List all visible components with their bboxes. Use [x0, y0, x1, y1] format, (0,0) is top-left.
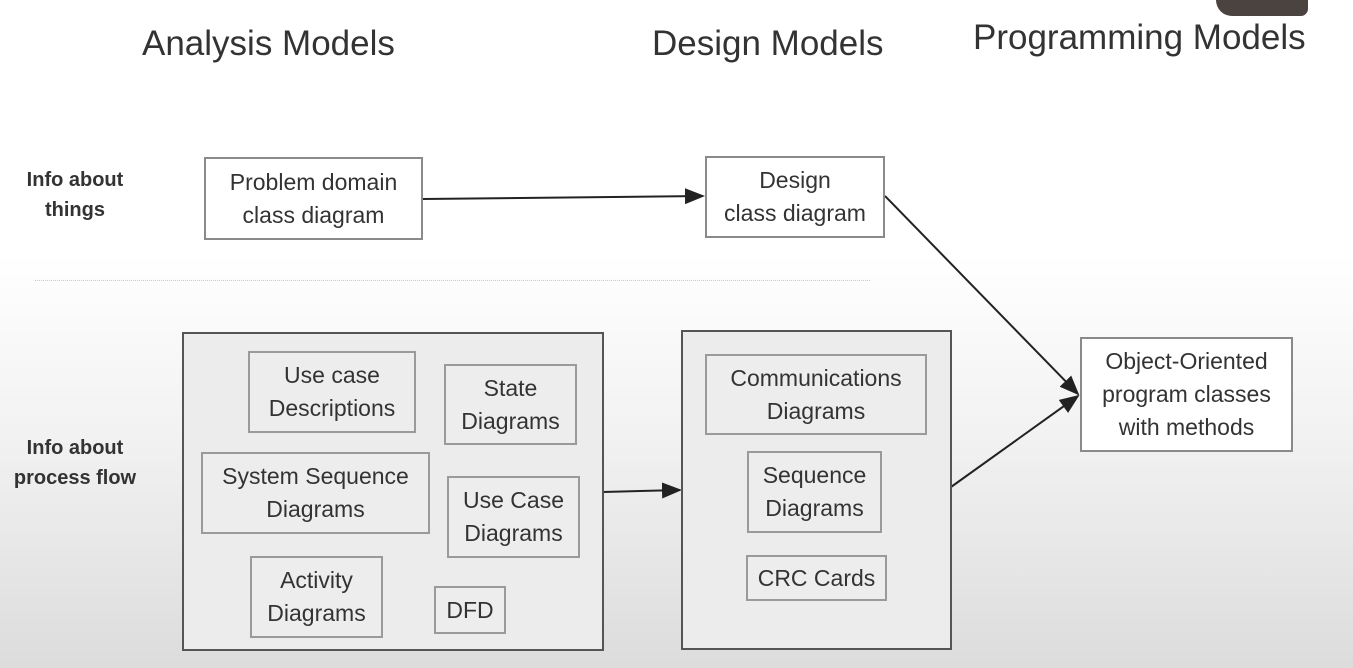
presenter-photo-edge: [1216, 0, 1308, 16]
problem-domain-class-diagram-box: Problem domain class diagram: [204, 157, 423, 240]
sequence-diagrams-box: Sequence Diagrams: [747, 451, 882, 533]
system-sequence-diagrams-box: System Sequence Diagrams: [201, 452, 430, 534]
arrow-problem-to-design: [422, 188, 705, 205]
arrow-analysis-to-design-process: [602, 482, 682, 499]
arrow-design-process-to-oo: [950, 394, 1080, 488]
design-class-diagram-box: Design class diagram: [705, 156, 885, 238]
use-case-descriptions-box: Use case Descriptions: [248, 351, 416, 433]
row-label-process-flow: Info about process flow: [13, 437, 137, 489]
row-divider: [35, 280, 870, 281]
crc-cards-box: CRC Cards: [746, 555, 887, 601]
object-oriented-program-classes-box: Object-Oriented program classes with met…: [1080, 337, 1293, 452]
row-label-things: Info about things: [26, 169, 124, 221]
activity-diagrams-box: Activity Diagrams: [250, 556, 383, 638]
arrow-design-class-to-oo: [884, 195, 1080, 396]
dfd-box: DFD: [434, 586, 506, 634]
programming-models-title: Programming Models: [973, 18, 1306, 57]
state-diagrams-box: State Diagrams: [444, 364, 577, 445]
communications-diagrams-box: Communications Diagrams: [705, 354, 927, 435]
design-models-title: Design Models: [652, 24, 884, 63]
use-case-diagrams-box: Use Case Diagrams: [447, 476, 580, 558]
analysis-models-title: Analysis Models: [142, 24, 395, 63]
